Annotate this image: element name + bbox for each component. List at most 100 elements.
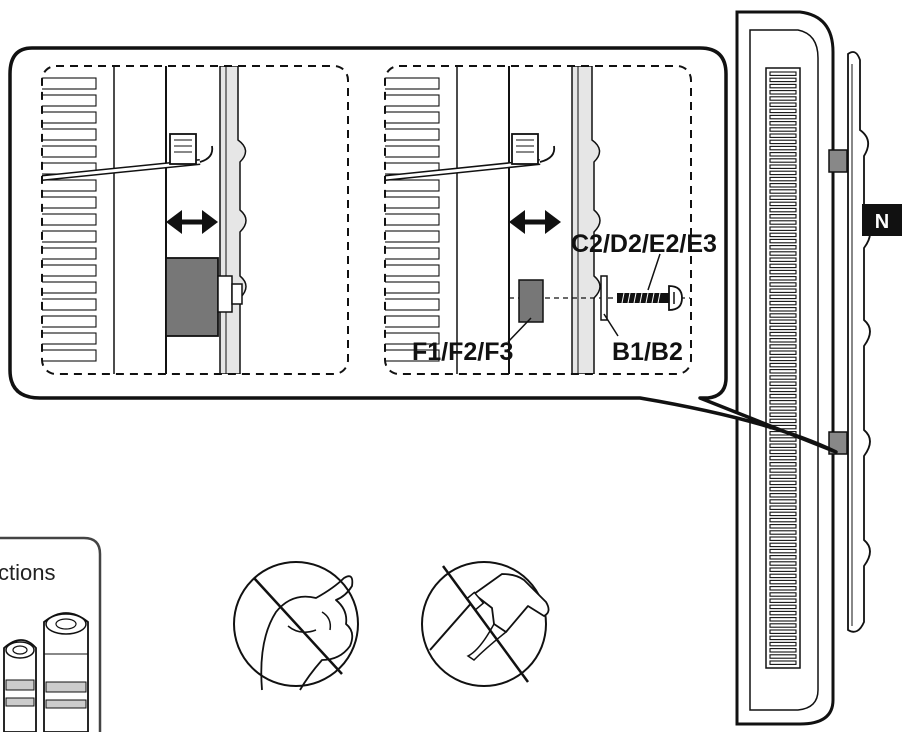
vent-slot xyxy=(769,338,797,343)
vent-slot xyxy=(769,449,797,455)
vent-slot xyxy=(769,307,797,312)
vent-slot xyxy=(769,195,797,200)
vent-slot xyxy=(42,213,97,226)
instructions-partial-text: ctions xyxy=(0,560,55,585)
vent-slot xyxy=(42,196,97,209)
vent-slot xyxy=(769,437,797,442)
detail-panel-after xyxy=(384,65,692,375)
vent-slot xyxy=(385,145,440,158)
vent-slot xyxy=(769,499,797,504)
vent-slot xyxy=(769,623,797,628)
vent-slot xyxy=(769,629,797,634)
washer-label: B1/B2 xyxy=(612,338,683,366)
gap-arrow-icon xyxy=(509,210,561,234)
vent-slot xyxy=(769,387,797,393)
vent-slot xyxy=(769,127,797,132)
vent-slot xyxy=(769,133,797,138)
vent-slot xyxy=(769,579,797,585)
vent-slot xyxy=(385,332,440,345)
vent-slot xyxy=(769,567,797,572)
vent-slot xyxy=(769,325,797,331)
vent-slot xyxy=(769,536,797,541)
vent-slot xyxy=(769,121,797,126)
vent-slot xyxy=(769,561,797,566)
vent-slot xyxy=(769,331,797,337)
vent-slot xyxy=(385,349,440,362)
vent-slot xyxy=(385,111,440,124)
vent-slot xyxy=(42,298,97,311)
vent-slot xyxy=(769,183,797,188)
vent-slot xyxy=(385,94,440,107)
vent-slot xyxy=(769,90,797,95)
detail-panel-before xyxy=(41,65,349,375)
vent-slot xyxy=(769,158,797,163)
vent-slot xyxy=(769,468,797,473)
screw-label: C2/D2/E2/E3 xyxy=(571,230,717,258)
vent-slot xyxy=(769,418,797,424)
vent-slot xyxy=(769,288,797,293)
vent-slot xyxy=(769,517,797,523)
vent-slot xyxy=(42,145,97,158)
vent-slot xyxy=(769,493,797,498)
vent-slot xyxy=(769,573,797,579)
vent-slot xyxy=(769,356,797,362)
step-badge-label: N xyxy=(875,211,889,233)
vent-slot xyxy=(385,77,440,90)
vent-slot xyxy=(769,586,797,591)
vent-slot xyxy=(769,641,797,647)
vent-slot xyxy=(42,111,97,124)
vent-slot xyxy=(769,635,797,641)
vent-slot xyxy=(42,230,97,243)
vent-slot xyxy=(769,443,797,448)
vent-slot xyxy=(385,128,440,141)
vent-slot xyxy=(42,264,97,277)
vent-slot xyxy=(769,369,797,374)
vent-slot xyxy=(769,114,797,120)
vent-slot xyxy=(769,400,797,405)
vent-slot xyxy=(769,542,797,548)
vent-slot xyxy=(769,610,797,616)
tv-vent-slots xyxy=(769,71,797,665)
vent-slot xyxy=(769,660,797,665)
vent-slot xyxy=(385,247,440,260)
vent-slot xyxy=(769,276,797,281)
vent-slot xyxy=(769,617,797,622)
vent-slot xyxy=(385,230,440,243)
vent-slot xyxy=(42,94,97,107)
vent-slot xyxy=(385,213,440,226)
vent-slot xyxy=(769,548,797,554)
vent-slot xyxy=(42,179,97,192)
vent-slot xyxy=(769,505,797,510)
vent-slot xyxy=(385,298,440,311)
vent-slot xyxy=(769,207,797,213)
vent-slot xyxy=(385,264,440,277)
vent-slot xyxy=(385,196,440,209)
vent-slot xyxy=(769,257,797,262)
vent-slot xyxy=(769,220,797,225)
vent-slot xyxy=(42,349,97,362)
vent-slot xyxy=(769,362,797,368)
no-excessive-force-icon xyxy=(233,561,359,691)
vent-slot xyxy=(42,332,97,345)
vent-slot xyxy=(769,530,797,535)
vent-slot xyxy=(769,555,797,560)
vent-slot xyxy=(769,152,797,157)
vent-slot xyxy=(769,245,797,250)
vent-slot xyxy=(385,315,440,328)
vent-slot xyxy=(769,592,797,597)
vent-slot xyxy=(769,214,797,219)
vent-slot xyxy=(769,238,797,244)
vent-slot xyxy=(769,164,797,169)
spacer-label: F1/F2/F3 xyxy=(412,338,513,366)
vent-slot xyxy=(769,102,797,107)
vent-slot xyxy=(769,108,797,114)
vent-slot xyxy=(42,281,97,294)
vent-slot xyxy=(769,294,797,300)
vent-slot xyxy=(769,251,797,256)
vent-slot xyxy=(769,524,797,529)
panel-vents-right xyxy=(385,77,440,362)
vent-slot xyxy=(769,83,797,89)
vent-slot xyxy=(769,511,797,517)
vent-slot xyxy=(769,393,797,399)
